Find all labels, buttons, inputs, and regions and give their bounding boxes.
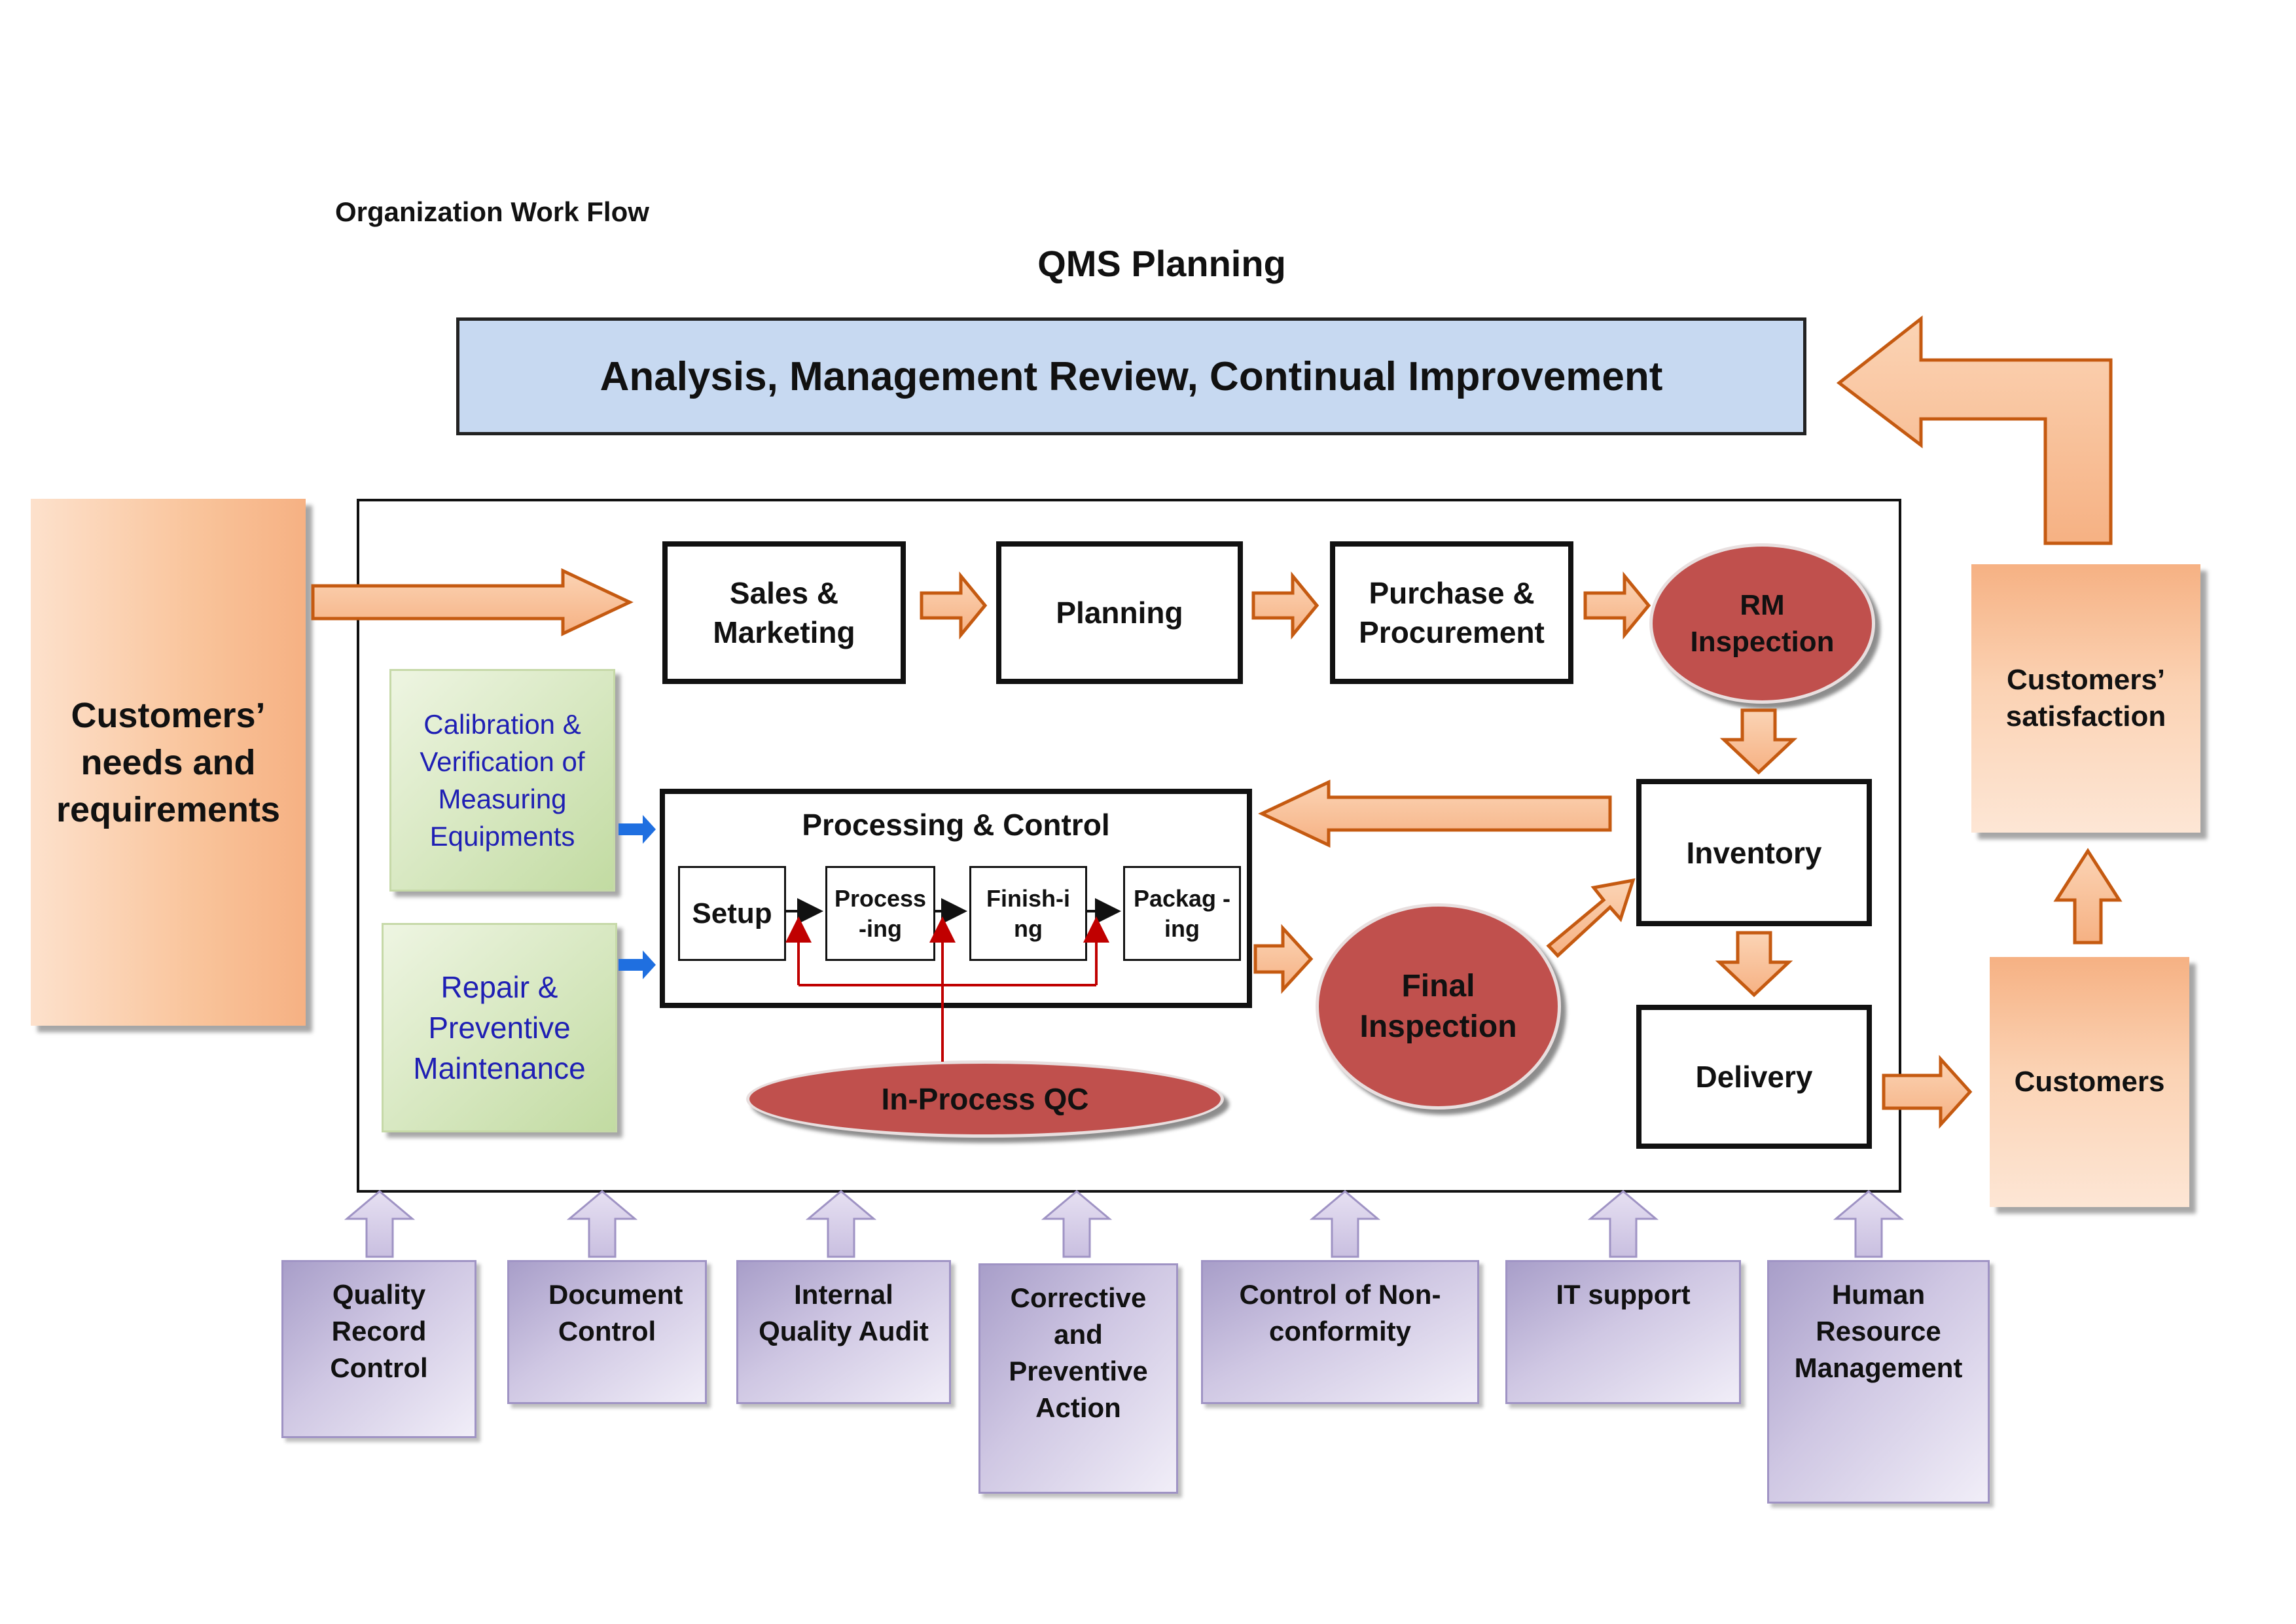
support-it-support: IT support <box>1505 1260 1741 1404</box>
diagram-caption: Organization Work Flow <box>335 196 649 227</box>
support-label: Corrective and Preventive Action <box>1009 1282 1148 1423</box>
support-human-resource-management: Human Resource Management <box>1767 1260 1990 1504</box>
analysis-review-label: Analysis, Management Review, Continual I… <box>600 353 1663 399</box>
support-label: Document Control <box>548 1279 683 1346</box>
repair-maintenance-label: Repair & Preventive Maintenance <box>413 970 586 1085</box>
sales-marketing-box: Sales & Marketing <box>662 541 906 684</box>
purchase-procurement-box: Purchase & Procurement <box>1330 541 1573 684</box>
step-finishing-label: Finish-ing <box>986 884 1070 942</box>
step-finishing: Finish-ing <box>969 866 1087 961</box>
analysis-review-box: Analysis, Management Review, Continual I… <box>456 317 1806 435</box>
rm-inspection-ellipse: RM Inspection <box>1649 543 1875 704</box>
final-inspection-label: Final Inspection <box>1359 968 1517 1044</box>
arrow-customers-to-satisfaction <box>2053 848 2123 945</box>
customers-needs-box: Customers’ needs and requirements <box>31 499 306 1026</box>
support-document-control: Document Control <box>507 1260 707 1404</box>
processing-control-title: Processing & Control <box>802 808 1110 842</box>
support-label: Control of Non-conformity <box>1239 1279 1441 1346</box>
support-internal-quality-audit: Internal Quality Audit <box>736 1260 951 1404</box>
support-label: Human Resource Management <box>1794 1279 1963 1383</box>
in-process-qc-label: In-Process QC <box>881 1082 1089 1116</box>
step-packaging-label: Packag -ing <box>1133 884 1231 942</box>
step-processing-label: Process-ing <box>834 884 927 942</box>
support-arrow-1 <box>344 1190 416 1258</box>
repair-maintenance-box: Repair & Preventive Maintenance <box>382 923 617 1132</box>
support-label: Internal Quality Audit <box>759 1279 929 1346</box>
customers-box: Customers <box>1990 957 2189 1207</box>
customers-needs-label: Customers’ needs and requirements <box>56 695 281 829</box>
customers-satisfaction-label: Customers’ satisfaction <box>2005 664 2166 732</box>
qms-planning-title: QMS Planning <box>1037 243 1286 284</box>
calibration-box: Calibration & Verification of Measuring … <box>389 669 615 892</box>
support-arrow-2 <box>566 1190 638 1258</box>
support-control-of-nonconformity: Control of Non-conformity <box>1201 1260 1479 1404</box>
purchase-procurement-label: Purchase & Procurement <box>1359 576 1545 649</box>
support-label: Quality Record Control <box>330 1279 428 1383</box>
inventory-box: Inventory <box>1636 779 1872 926</box>
delivery-box: Delivery <box>1636 1005 1872 1149</box>
support-arrow-6 <box>1587 1190 1659 1258</box>
rm-inspection-label: RM Inspection <box>1690 588 1835 658</box>
inventory-label: Inventory <box>1686 835 1822 870</box>
customers-satisfaction-box: Customers’ satisfaction <box>1971 564 2200 833</box>
customers-label: Customers <box>2014 1066 2165 1098</box>
step-processing: Process-ing <box>825 866 935 961</box>
step-setup: Setup <box>678 866 786 961</box>
support-arrow-7 <box>1833 1190 1905 1258</box>
planning-box: Planning <box>996 541 1243 684</box>
support-arrow-4 <box>1041 1190 1113 1258</box>
step-packaging: Packag -ing <box>1123 866 1241 961</box>
support-arrow-5 <box>1309 1190 1381 1258</box>
final-inspection-ellipse: Final Inspection <box>1316 903 1561 1110</box>
step-setup-label: Setup <box>692 897 772 929</box>
planning-label: Planning <box>1056 596 1183 630</box>
support-label: IT support <box>1556 1279 1691 1310</box>
delivery-label: Delivery <box>1695 1060 1813 1094</box>
support-quality-record-control: Quality Record Control <box>281 1260 476 1438</box>
sales-marketing-label: Sales & Marketing <box>713 576 855 649</box>
support-corrective-preventive-action: Corrective and Preventive Action <box>978 1263 1178 1494</box>
in-process-qc-ellipse: In-Process QC <box>746 1060 1224 1138</box>
calibration-label: Calibration & Verification of Measuring … <box>420 709 585 852</box>
processing-control-box: Processing & Control Setup Process-ing F… <box>660 789 1252 1008</box>
support-arrow-3 <box>805 1190 877 1258</box>
